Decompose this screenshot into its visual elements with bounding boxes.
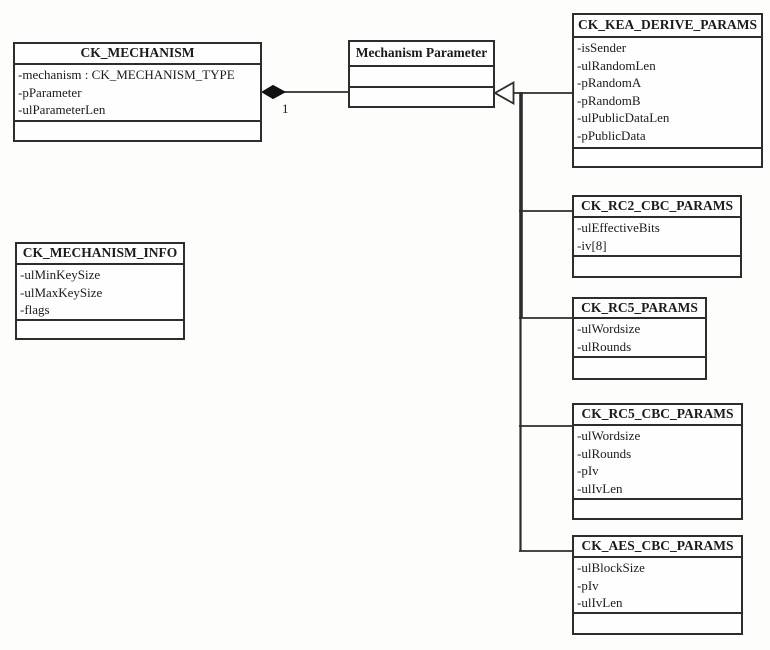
class-ck-rc2-cbc-params: CK_RC2_CBC_PARAMS -ulEffectiveBits -iv[8]	[572, 195, 742, 278]
class-attributes-empty	[350, 67, 493, 86]
class-attributes: -ulEffectiveBits -iv[8]	[574, 218, 740, 255]
class-ck-rc5-params: CK_RC5_PARAMS -ulWordsize -ulRounds	[572, 297, 707, 380]
class-attribute: -ulMaxKeySize	[20, 284, 103, 300]
class-operations-empty	[15, 120, 260, 140]
class-attribute: -pParameter	[18, 84, 82, 100]
class-attribute: -isSender	[577, 40, 627, 55]
class-attribute: -ulRounds	[577, 445, 632, 461]
class-attribute: -mechanism : CK_MECHANISM_TYPE	[18, 67, 235, 82]
class-operations-empty	[574, 356, 705, 378]
class-attribute: -iv[8]	[577, 237, 607, 253]
class-operations-empty	[350, 86, 493, 106]
class-attribute: -ulEffectiveBits	[577, 220, 660, 235]
class-attribute: -ulWordsize	[577, 321, 641, 336]
class-ck-kea-derive-params: CK_KEA_DERIVE_PARAMS -isSender -ulRandomL…	[572, 13, 763, 168]
class-title: CK_MECHANISM_INFO	[17, 244, 183, 265]
class-title: CK_MECHANISM	[15, 44, 260, 65]
class-attributes: -mechanism : CK_MECHANISM_TYPE -pParamete…	[15, 65, 260, 120]
class-operations-empty	[17, 319, 183, 338]
class-title: Mechanism Parameter	[350, 42, 493, 67]
composition-multiplicity-label: 1	[282, 101, 289, 116]
class-attributes: -isSender -ulRandomLen -pRandomA -pRandomB -…	[574, 38, 761, 147]
class-operations-empty	[574, 255, 740, 276]
class-attribute: -ulRandomLen	[577, 57, 656, 73]
class-attributes: -ulBlockSize -pIv -ulIvLen	[574, 558, 741, 612]
class-operations-empty	[574, 498, 741, 518]
class-title: CK_AES_CBC_PARAMS	[574, 537, 741, 558]
class-attribute: -ulParameterLen	[18, 102, 106, 117]
class-title: CK_KEA_DERIVE_PARAMS	[574, 15, 761, 38]
class-attribute: -ulPublicDataLen	[577, 110, 670, 125]
class-attribute: -ulRounds	[577, 338, 632, 354]
class-title: CK_RC5_PARAMS	[574, 299, 705, 319]
class-attributes: -ulWordsize -ulRounds -pIv -ulIvLen	[574, 426, 741, 498]
class-operations-empty	[574, 147, 761, 166]
class-attribute: -ulIvLen	[577, 480, 623, 496]
class-attribute: -ulBlockSize	[577, 560, 645, 575]
class-attribute: -pPublicData	[577, 127, 646, 143]
class-attribute: -pRandomB	[577, 92, 641, 108]
class-ck-aes-cbc-params: CK_AES_CBC_PARAMS -ulBlockSize -pIv -ulIvL…	[572, 535, 743, 635]
class-title: CK_RC5_CBC_PARAMS	[574, 405, 741, 426]
class-attributes: -ulMinKeySize -ulMaxKeySize -flags	[17, 265, 183, 319]
class-ck-mechanism: CK_MECHANISM -mechanism : CK_MECHANISM_T…	[13, 42, 262, 142]
generalization-triangle-icon	[493, 80, 515, 106]
class-attribute: -flags	[20, 302, 50, 317]
class-attribute: -pIv	[577, 577, 599, 593]
class-ck-rc5-cbc-params: CK_RC5_CBC_PARAMS -ulWordsize -ulRounds -p…	[572, 403, 743, 520]
composition-diamond-icon	[261, 84, 287, 100]
class-attribute: -pRandomA	[577, 75, 642, 90]
class-attributes: -ulWordsize -ulRounds	[574, 319, 705, 356]
class-title: CK_RC2_CBC_PARAMS	[574, 197, 740, 218]
class-ck-mechanism-info: CK_MECHANISM_INFO -ulMinKeySize -ulMaxKey…	[15, 242, 185, 340]
class-attribute: -ulMinKeySize	[20, 267, 101, 282]
class-operations-empty	[574, 612, 741, 633]
class-attribute: -pIv	[577, 463, 599, 478]
class-attribute: -ulWordsize	[577, 428, 641, 443]
class-attribute: -ulIvLen	[577, 595, 623, 610]
class-mechanism-parameter: Mechanism Parameter	[348, 40, 495, 108]
